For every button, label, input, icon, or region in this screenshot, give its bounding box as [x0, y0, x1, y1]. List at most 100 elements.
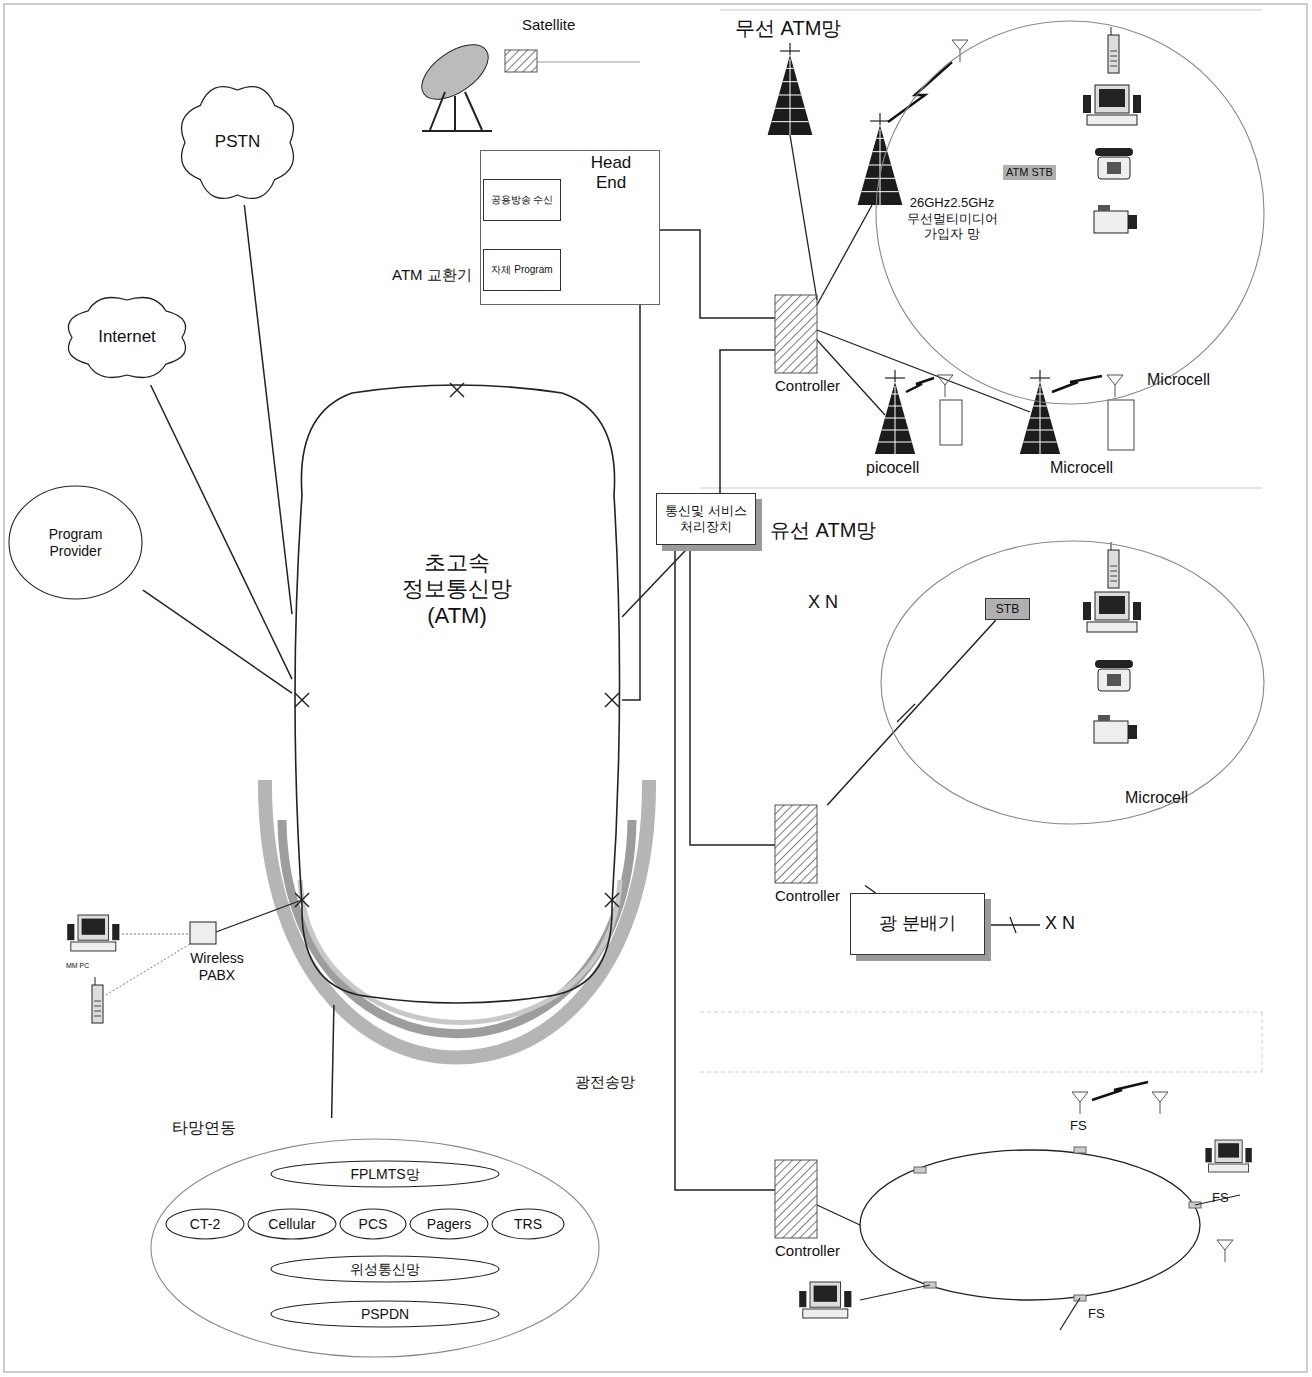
pc-icon [1205, 1140, 1251, 1172]
pabx-unit [190, 922, 216, 944]
ring-spoke [1060, 1298, 1080, 1330]
receiver-block [505, 50, 537, 72]
tower-body [875, 382, 915, 454]
antenna-tower [768, 43, 813, 135]
phone-handset [1095, 660, 1133, 668]
handset-keys [1110, 576, 1117, 577]
network-cloud: Internet [62, 290, 192, 385]
annotation-label: X N [1045, 913, 1075, 935]
node-text: Microcell [1125, 788, 1188, 807]
node-text: 위성통신망 [350, 1261, 420, 1278]
annotation-label: FS [1212, 1190, 1229, 1206]
annotation-label: 유선 ATM망 [770, 518, 876, 542]
pc-speaker [1133, 95, 1141, 113]
camera-body [1094, 721, 1128, 743]
antenna-symbol [1152, 1092, 1168, 1114]
antenna-symbol [1107, 375, 1123, 397]
node-text: 공용방송 수신 [491, 194, 554, 206]
antenna-stem [960, 50, 961, 62]
handset-keys [94, 1011, 101, 1012]
node-text: 통신및 서비스 처리장치 [664, 503, 748, 534]
tower-strut [880, 129, 881, 205]
pc-screen [1099, 89, 1125, 107]
annotation-label: ATM 교환기 [392, 266, 472, 284]
atm-switch [295, 693, 309, 707]
headend-box: 공용방송 수신자체 ProgramHead End [480, 150, 660, 305]
node-text: CT-2 [190, 1216, 220, 1233]
ring-network [860, 1150, 1200, 1300]
annotation-label: X N [808, 592, 838, 614]
antenna-head [952, 40, 968, 50]
antenna-symbol [937, 375, 953, 397]
pc-speaker [1133, 602, 1141, 620]
pc-screen [82, 919, 105, 935]
pc-speaker [67, 924, 74, 940]
ellipse-outline [881, 541, 1264, 824]
handset-keys [94, 1001, 101, 1002]
pc-monitor [78, 915, 109, 940]
annotation-label: picocell [866, 458, 919, 477]
camera-icon [1094, 205, 1137, 233]
tower-strut [790, 59, 791, 135]
pc-speaker [1083, 95, 1091, 113]
handset-antenna [1111, 542, 1112, 550]
network-ellipse: PSPDN [270, 1300, 500, 1328]
annotation-label: 무선 ATM망 [735, 16, 841, 40]
network-link [332, 1005, 334, 1118]
handset-body [1108, 550, 1119, 588]
tower-body [768, 55, 813, 135]
handset-keys [1110, 66, 1117, 67]
network-link [143, 590, 292, 693]
terminal-box [940, 400, 962, 445]
radio-feed [817, 330, 1030, 412]
antenna-head [1107, 375, 1123, 385]
antenna-tower [1020, 370, 1060, 454]
node-text: PSTN [215, 132, 260, 152]
network-ellipse: Cellular [247, 1208, 337, 1240]
antenna-head [1217, 1240, 1233, 1250]
network-ellipse: PCS [339, 1208, 407, 1240]
handset-keys [1110, 571, 1117, 572]
network-link [244, 205, 292, 614]
annotation-label: MM PC [66, 962, 89, 970]
ellipse-outline [271, 1256, 499, 1282]
node-text: Program Provider [36, 526, 116, 560]
atm-switch [605, 693, 619, 707]
node-text: 자체 Program [491, 264, 552, 276]
dotted-link [106, 944, 190, 995]
optical-band [265, 780, 649, 1058]
radio-link [1052, 376, 1102, 392]
network-link [622, 545, 691, 617]
ellipse-outline [166, 1209, 244, 1239]
handset-icon [92, 977, 103, 1023]
processor-box: 통신및 서비스 처리장치 [656, 493, 756, 545]
camera-finder [1098, 205, 1110, 211]
radio-feed [790, 135, 817, 300]
pc-base [71, 942, 116, 951]
pc-speaker [1205, 1148, 1211, 1162]
ellipse-outline [9, 486, 142, 599]
dish-stand [422, 130, 492, 132]
handset-keys [1110, 566, 1117, 567]
pc-icon [1083, 85, 1141, 125]
handset-body [92, 985, 103, 1023]
phone-handset [1095, 148, 1133, 156]
node-text: Controller [775, 377, 840, 395]
camera-lens [1128, 725, 1137, 739]
pc-icon [1083, 592, 1141, 632]
node-outline [880, 540, 1265, 825]
region-separator [720, 10, 1262, 11]
interwork-ellipse: FPLMTS망CT-2CellularPCSPagersTRS위성통신망PSPD… [150, 1118, 600, 1358]
pabx-feed [216, 900, 302, 932]
ellipse-outline [410, 1209, 488, 1239]
pc-screen [1218, 1143, 1239, 1157]
phone-icon [1095, 148, 1133, 179]
terminal-box [1108, 400, 1134, 450]
annotation-label: Satellite [522, 16, 575, 34]
pc-speaker [844, 1291, 851, 1307]
pc-icon [799, 1282, 851, 1318]
network-ellipse: Pagers [409, 1208, 489, 1240]
phone-keypad [1107, 162, 1121, 174]
node-text: 타망연동 [172, 1118, 236, 1137]
